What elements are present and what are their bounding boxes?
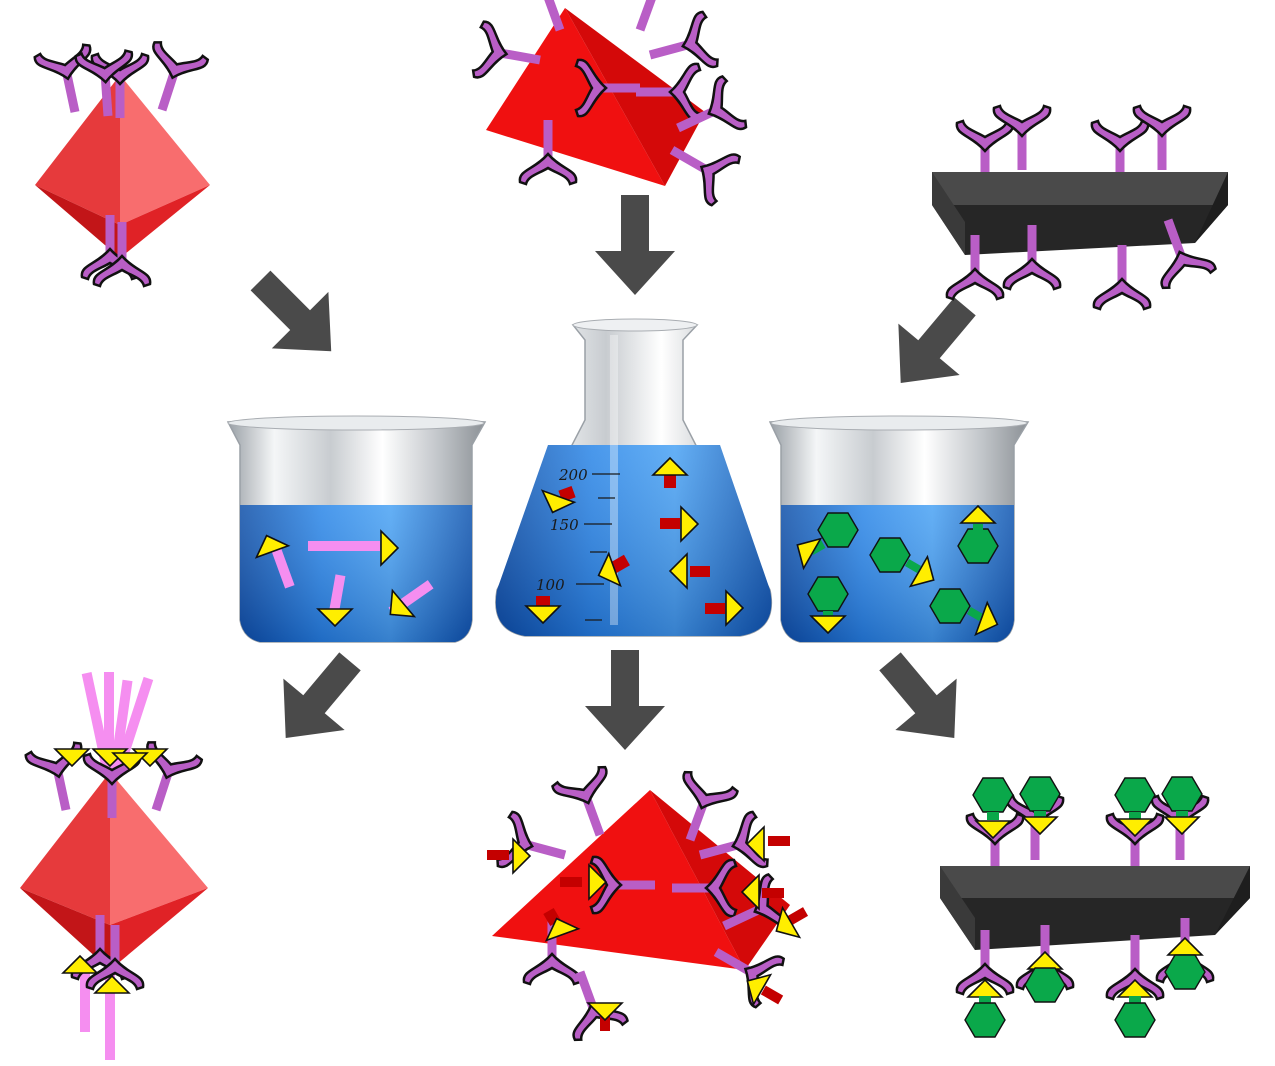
octahedron-particle-icon (20, 772, 208, 970)
flask-scale-label-200: 200 (558, 466, 588, 484)
flask-scale-label-100: 100 (536, 576, 565, 594)
flask-scale-label-150: 150 (550, 516, 579, 534)
tagged-ligand-group (525, 457, 744, 626)
arrow-icon (232, 252, 360, 380)
arrow-icon (255, 635, 381, 764)
rod-ligand-group (249, 528, 434, 629)
arrow-icon (595, 195, 675, 295)
arrow-icon (585, 650, 665, 750)
beaker-icon (226, 415, 487, 643)
hexagon-ligand-group (972, 776, 1203, 839)
hexagon-ligand-group (964, 937, 1206, 1038)
tetrahedron-particle-icon (486, 8, 705, 186)
arrow-icon (859, 635, 985, 764)
hexagon-ligand-group (788, 505, 1005, 642)
erlenmeyer-flask-icon: 200 150 100 (495, 318, 773, 637)
slab-particle-icon (940, 866, 1250, 950)
slab-particle-icon (932, 172, 1228, 255)
octahedron-particle-icon (35, 75, 210, 258)
tagged-ligand-group (487, 826, 809, 1031)
arrow-icon (870, 280, 996, 409)
